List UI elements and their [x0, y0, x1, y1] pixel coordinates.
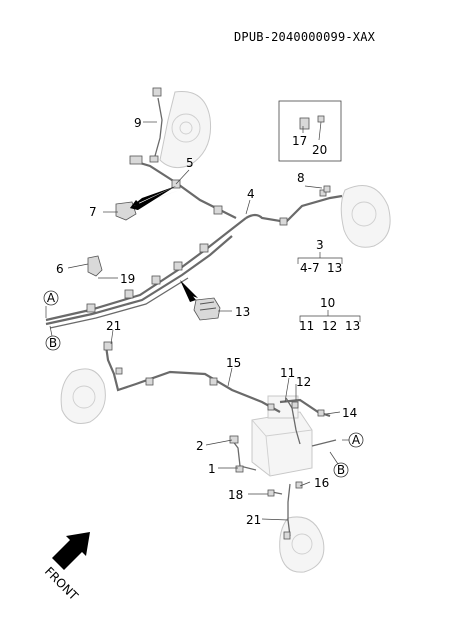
- callout-4: 4: [247, 187, 255, 201]
- callout-19: 19: [120, 272, 135, 286]
- callout-15: 15: [226, 356, 241, 370]
- svg-text:A: A: [47, 291, 56, 305]
- group-10-item-2: 12: [322, 319, 337, 333]
- svg-text:A: A: [352, 433, 361, 447]
- callout-6: 6: [56, 262, 64, 276]
- connector-a-left: A: [43, 290, 59, 306]
- callout-13: 13: [235, 305, 250, 319]
- front-right-brake-disc: [159, 91, 212, 169]
- callout-7: 7: [89, 205, 97, 219]
- group-3-item-2: 13: [327, 261, 342, 275]
- group-3-head: 3: [316, 238, 324, 252]
- svg-text:B: B: [337, 463, 345, 477]
- callout-14: 14: [342, 406, 357, 420]
- callout-16: 16: [314, 476, 329, 490]
- svg-text:B: B: [49, 336, 57, 350]
- detail-box: [278, 100, 342, 162]
- callout-12: 12: [296, 375, 311, 389]
- leader-lines: [45, 121, 350, 521]
- callout-20: 20: [312, 143, 327, 157]
- group-10-bracket: [299, 310, 361, 322]
- callout-21-top: 21: [106, 319, 121, 333]
- callout-9: 9: [134, 116, 142, 130]
- front-label: FRONT: [42, 564, 81, 603]
- group-10-item-3: 13: [345, 319, 360, 333]
- callout-11: 11: [280, 366, 295, 380]
- callout-21-bottom: 21: [246, 513, 261, 527]
- callout-5: 5: [186, 156, 194, 170]
- pointer-arrows: [130, 186, 198, 302]
- callout-17: 17: [292, 134, 307, 148]
- group-3-item-1: 4-7: [300, 261, 320, 275]
- group-10-item-1: 11: [299, 319, 314, 333]
- tube-clips: [86, 179, 327, 540]
- connector-13: [193, 297, 221, 321]
- part-code: DPUB-2040000099-XAX: [234, 30, 376, 44]
- hydraulic-unit: [251, 395, 313, 477]
- callout-8: 8: [297, 171, 305, 185]
- rear-left-brake-disc: [279, 516, 325, 573]
- connector-b-right: B: [333, 462, 349, 478]
- callout-1: 1: [208, 462, 216, 476]
- front-left-brake-disc: [60, 368, 106, 424]
- group-10-head: 10: [320, 296, 335, 310]
- rear-right-brake-disc: [340, 185, 391, 248]
- abs-sensor-bracket: [87, 201, 137, 277]
- group-3-bracket: [297, 252, 343, 264]
- connector-a-right: A: [348, 432, 364, 448]
- front-arrow-icon: [52, 532, 90, 570]
- connector-b-left: B: [45, 335, 61, 351]
- callout-18: 18: [228, 488, 243, 502]
- callout-2: 2: [196, 439, 204, 453]
